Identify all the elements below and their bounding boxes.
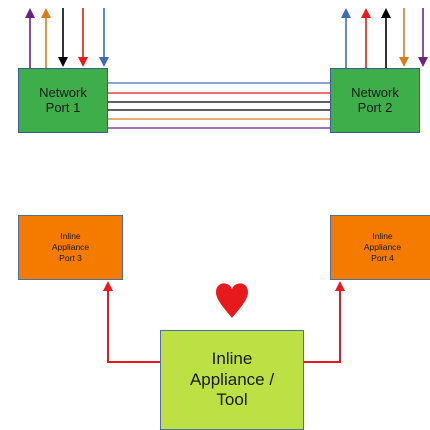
network-port-2-label-line1: Network	[351, 84, 399, 100]
inline-appliance-port-4: Inline Appliance Port 4	[330, 215, 430, 280]
network-port-1: Network Port 1	[18, 68, 108, 133]
network-port-2: Network Port 2	[330, 68, 420, 133]
network-port-1-label-line1: Network	[39, 84, 87, 100]
port-2-wire-arrows	[341, 8, 428, 68]
network-port-1-label-line2: Port 1	[45, 99, 81, 115]
connection-bus	[108, 82, 330, 129]
inline-port-4-label-line3: Port 4	[371, 253, 394, 264]
arrow-up-icon-r2	[381, 8, 391, 18]
arrow-up-icon-r1	[361, 8, 371, 18]
arrow-down-icon-r4	[418, 57, 428, 67]
arrow-up-icon-port4	[335, 281, 345, 291]
arrow-up-icon-l1	[41, 8, 51, 18]
tool-label-line3: Tool	[216, 390, 248, 410]
arrow-down-icon-l4	[99, 57, 109, 67]
port-1-wire-arrows	[25, 8, 109, 68]
inline-appliance-tool: Inline Appliance / Tool	[160, 330, 304, 430]
inline-port-3-label-line1: Inline	[60, 230, 81, 241]
arrow-down-icon-l2	[58, 57, 68, 67]
arrow-up-icon-port3	[103, 281, 113, 291]
heart-icon	[216, 283, 248, 318]
arrow-down-icon-l3	[78, 57, 88, 67]
tool-label-line2: Appliance /	[189, 369, 275, 389]
inline-port-4-label-line2: Appliance	[363, 241, 402, 252]
inline-tool-links	[103, 281, 345, 363]
tool-label-line1: Inline	[211, 349, 253, 369]
arrow-down-icon-r3	[399, 57, 409, 67]
link-tool-to-port4	[304, 290, 341, 363]
inline-port-3-label-line2: Appliance	[51, 241, 90, 252]
network-port-2-label-line2: Port 2	[357, 99, 393, 115]
arrow-up-icon-l0	[25, 8, 35, 18]
inline-port-4-label-line1: Inline	[372, 230, 393, 241]
arrow-up-icon-r0	[341, 8, 351, 18]
inline-appliance-port-3: Inline Appliance Port 3	[18, 215, 123, 280]
inline-port-3-label-line3: Port 3	[59, 253, 82, 264]
link-port3-to-tool	[107, 290, 160, 363]
